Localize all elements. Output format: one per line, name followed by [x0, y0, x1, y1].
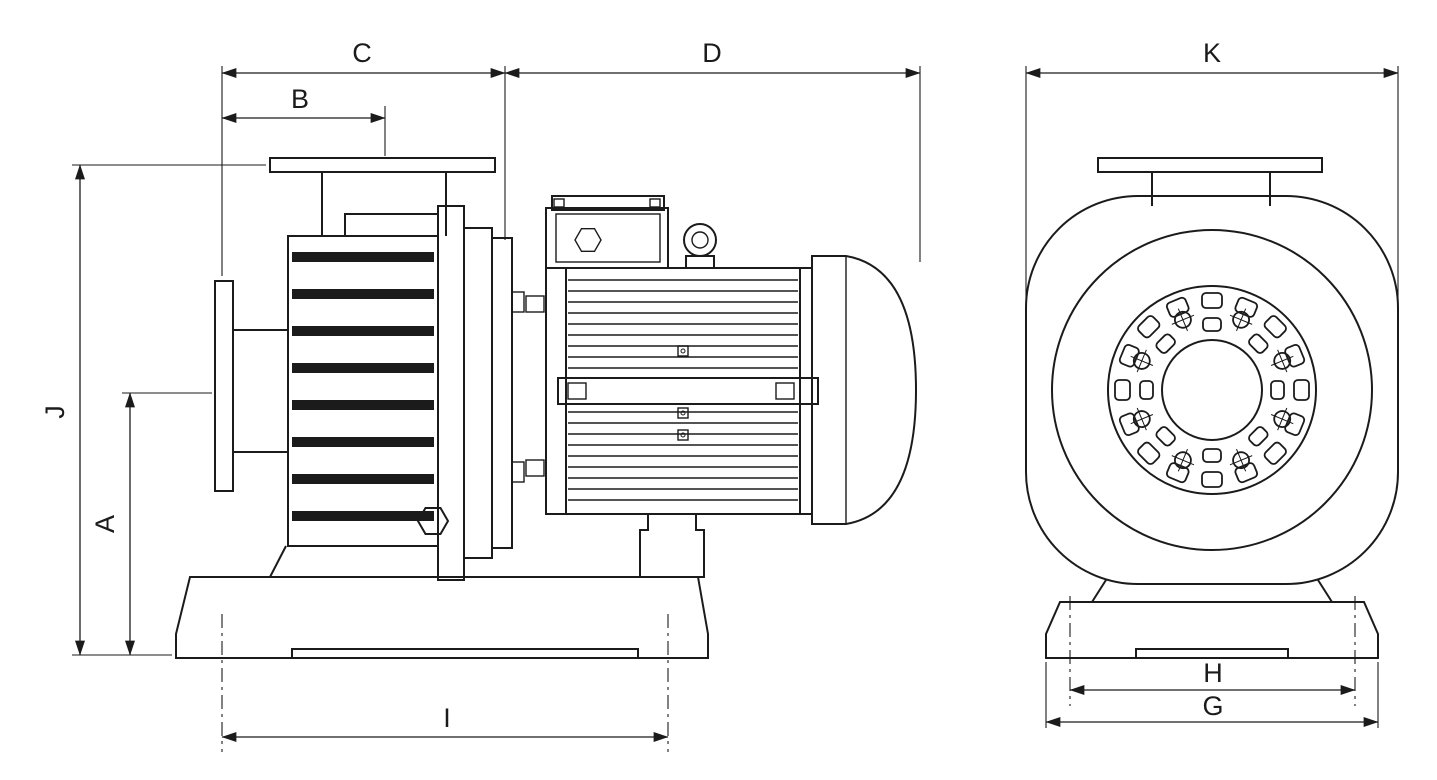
suction-flange — [214, 280, 288, 492]
motor — [545, 195, 918, 578]
dimension-J: J — [40, 164, 266, 656]
dimension-label-A: A — [90, 515, 120, 533]
dimension-label-K: K — [1203, 38, 1221, 68]
terminal-box — [545, 195, 669, 269]
dimension-A: A — [90, 392, 212, 656]
coupling-pattern — [1114, 292, 1310, 488]
dimension-B: B — [221, 84, 386, 156]
dimension-K: K — [1025, 38, 1399, 330]
dimension-label-D: D — [702, 38, 722, 68]
pump-bracket — [416, 205, 545, 581]
baseplate — [175, 545, 709, 752]
fan-cover — [811, 255, 918, 525]
pump-casing — [287, 213, 439, 547]
dimension-G: G — [1045, 662, 1379, 728]
dimension-H: H — [1069, 658, 1356, 695]
dimension-label-H: H — [1203, 658, 1223, 688]
dimension-C: C — [221, 38, 506, 276]
front-view: K H G — [1025, 38, 1399, 728]
top-flange — [269, 157, 496, 236]
front-casing — [1025, 195, 1399, 585]
dimension-label-I: I — [443, 703, 451, 733]
cable-gland-icon — [574, 227, 602, 253]
dimension-I: I — [221, 703, 669, 742]
drain-plug-icon — [416, 507, 450, 535]
dimension-label-C: C — [352, 38, 372, 68]
dimension-label-B: B — [291, 84, 309, 114]
lifting-eye — [683, 223, 717, 269]
dimension-D: D — [504, 38, 921, 262]
dimension-label-G: G — [1202, 691, 1223, 721]
motor-frame — [545, 267, 819, 515]
front-top-flange — [1097, 157, 1323, 206]
motor-foot — [639, 514, 705, 578]
dimension-label-J: J — [40, 405, 70, 419]
side-view: C D B J A I — [40, 38, 921, 752]
